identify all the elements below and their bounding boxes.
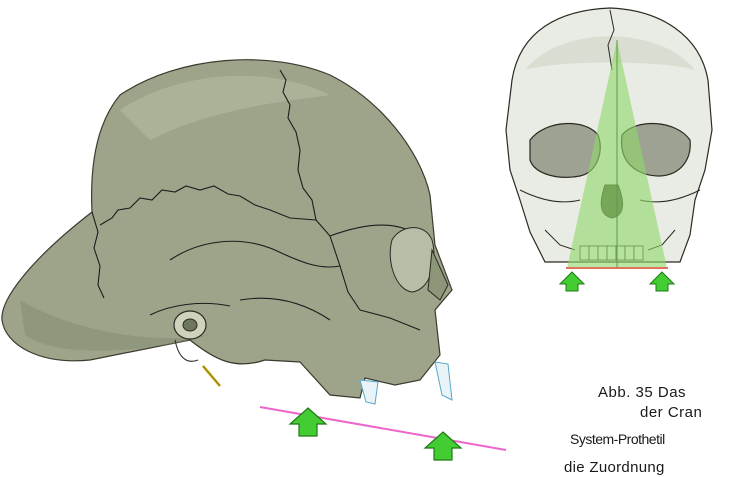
caption-line-3: System-Prothetil <box>570 432 665 446</box>
caption-line-1: Abb. 35 Das <box>598 385 686 400</box>
occlusal-plane-line <box>260 407 506 450</box>
caption-line-4: die Zuordnung <box>564 460 665 475</box>
caption-line-2: der Cran <box>640 405 702 420</box>
up-arrow-icon <box>560 272 584 291</box>
up-arrow-icon <box>650 272 674 291</box>
lateral-skull <box>2 60 452 404</box>
